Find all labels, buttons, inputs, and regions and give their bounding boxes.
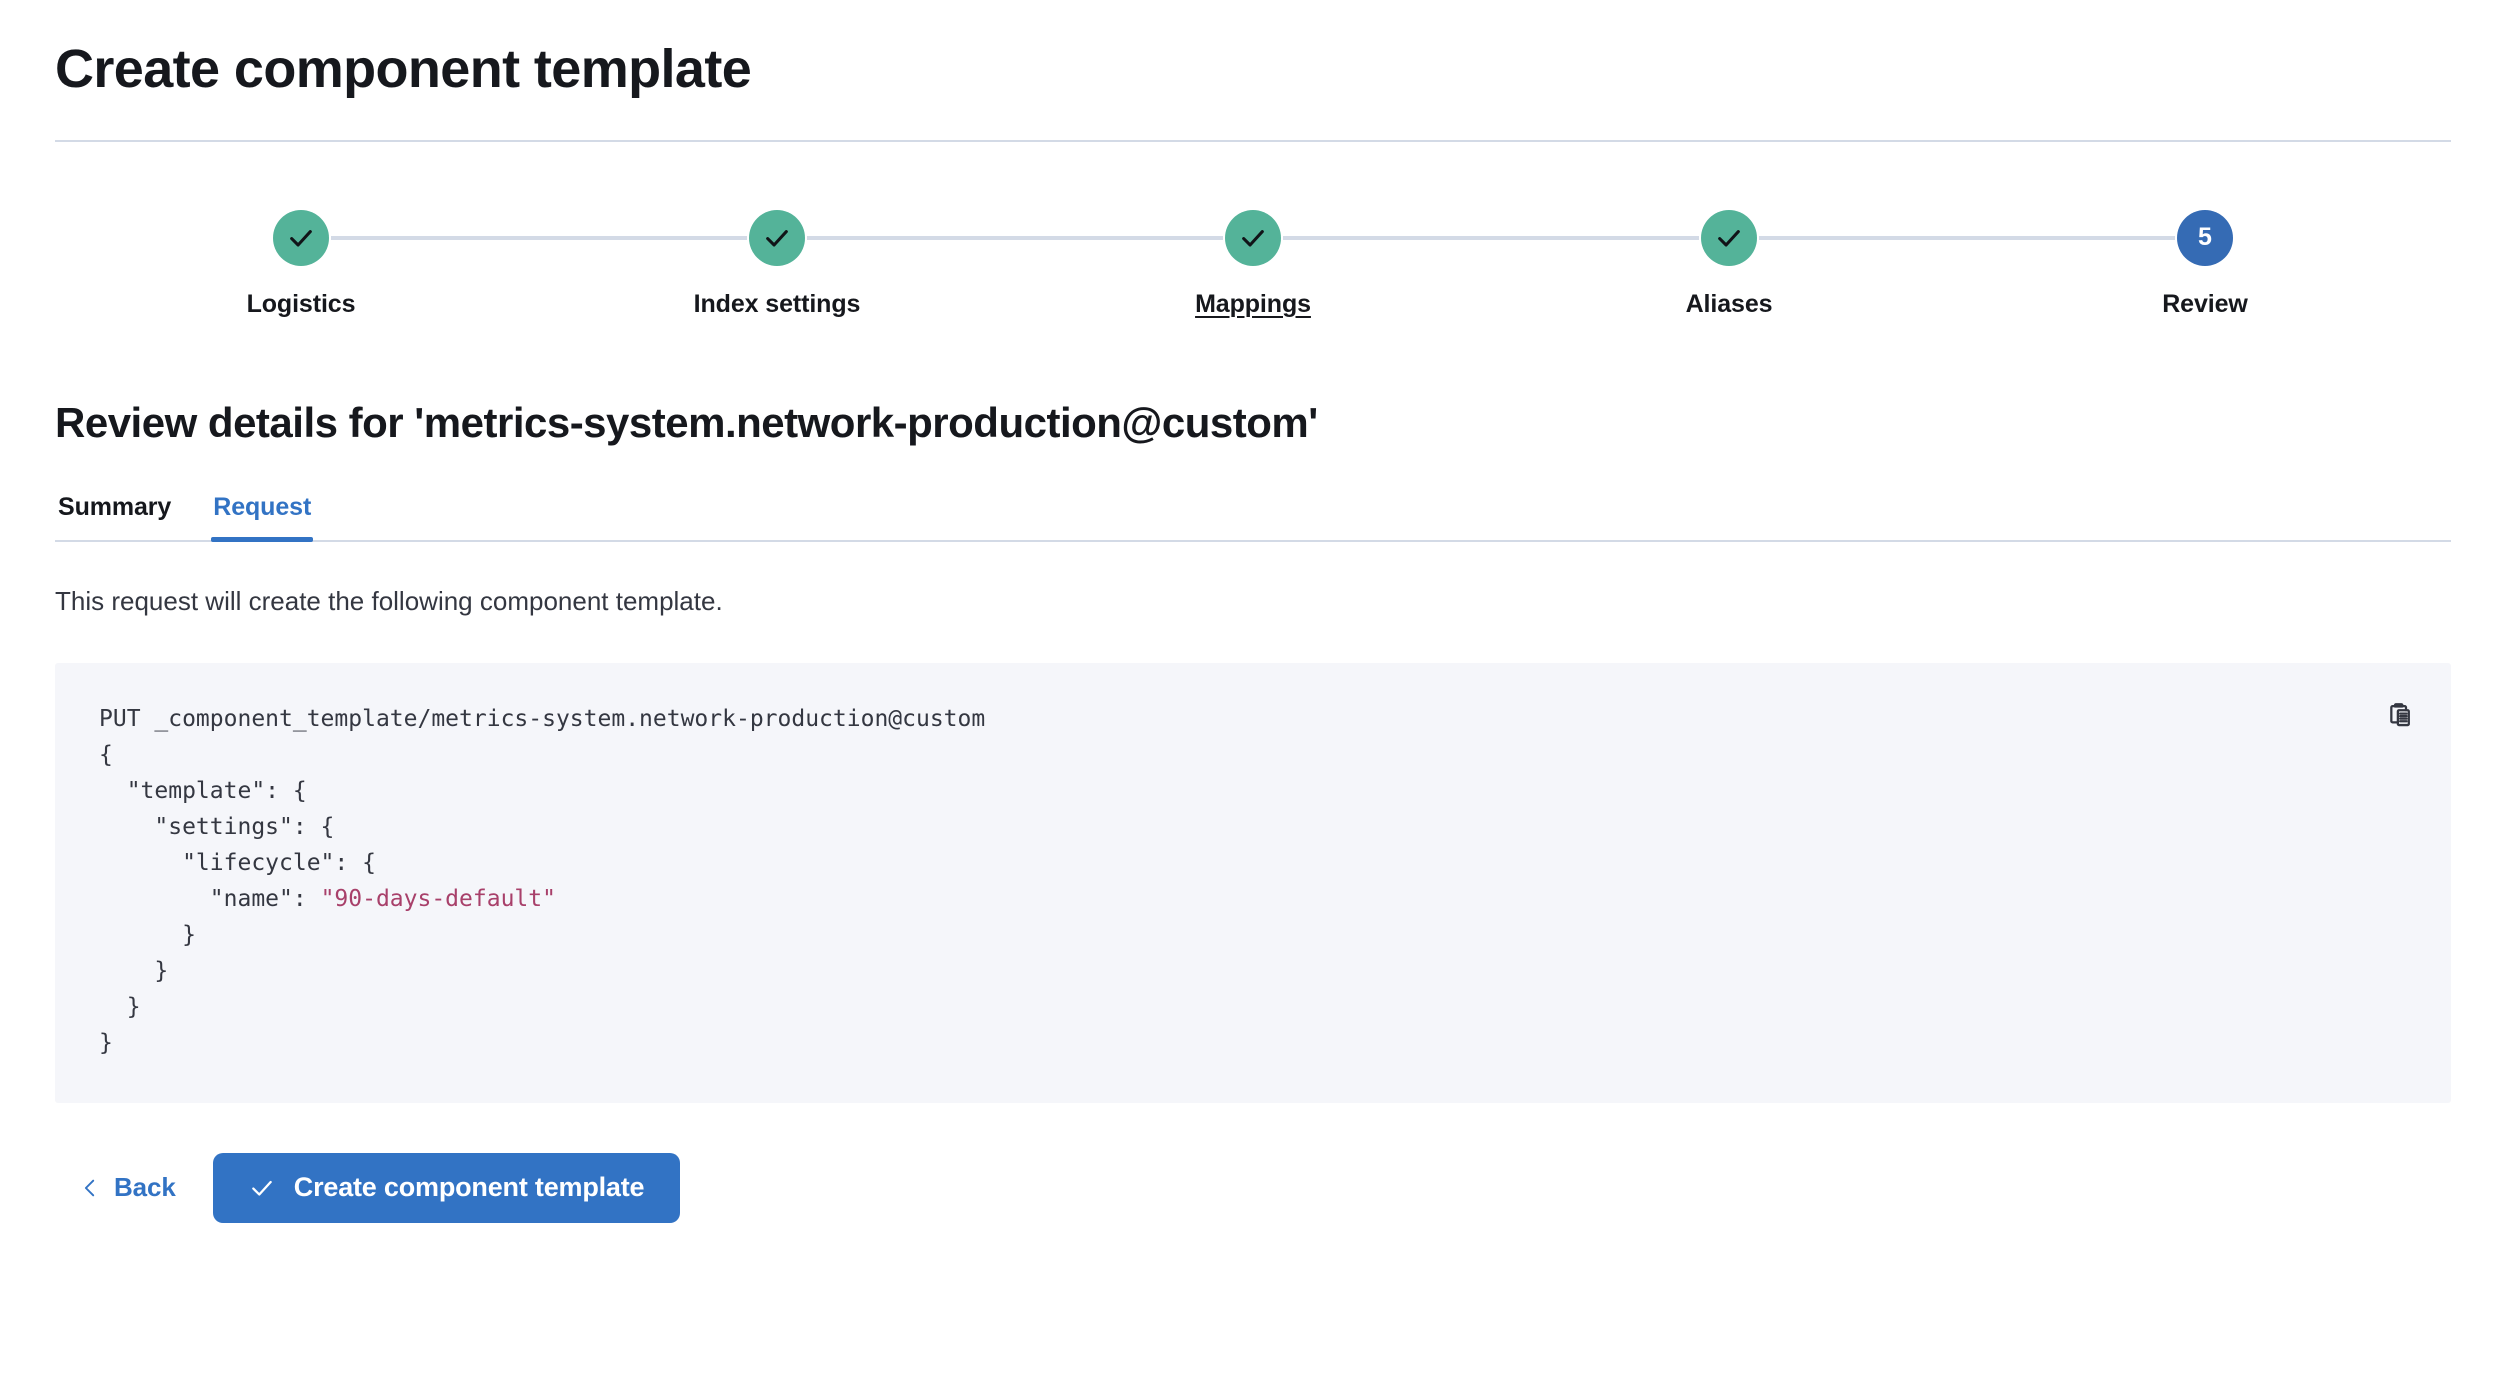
clipboard-copy-icon xyxy=(2384,700,2416,732)
step-status-circle xyxy=(1225,209,1281,266)
step-label: Review xyxy=(2162,289,2248,318)
wizard-stepper: Logistics Index settings Mapping xyxy=(55,209,2451,319)
step-label: Logistics xyxy=(246,289,356,318)
step-status-circle xyxy=(1701,209,1757,266)
check-icon xyxy=(1715,224,1743,252)
request-body-line: "name": xyxy=(99,886,321,912)
step-connector-row xyxy=(539,209,1015,266)
step-connector-row xyxy=(1491,209,1967,266)
step-aliases[interactable]: Aliases xyxy=(1491,209,1967,319)
step-mappings[interactable]: Mappings xyxy=(1015,209,1491,319)
check-icon xyxy=(249,1175,275,1201)
request-code-panel: PUT _component_template/metrics-system.n… xyxy=(55,663,2451,1103)
step-status-circle xyxy=(273,209,329,266)
back-button[interactable]: Back xyxy=(75,1164,180,1211)
step-label: Aliases xyxy=(1685,289,1773,318)
request-body-line: } xyxy=(99,922,196,948)
step-connector-row xyxy=(1015,209,1491,266)
review-heading: Review details for 'metrics-system.netwo… xyxy=(55,398,1318,446)
title-divider xyxy=(55,139,2451,142)
check-icon xyxy=(763,224,791,252)
request-body-line: } xyxy=(99,994,141,1020)
review-tabs: Summary Request xyxy=(55,493,2451,542)
page-title: Create component template xyxy=(55,39,752,99)
request-description: This request will create the following c… xyxy=(55,586,723,616)
request-body-line: { xyxy=(99,742,113,768)
request-body-line: } xyxy=(99,958,169,984)
request-code-block: PUT _component_template/metrics-system.n… xyxy=(99,701,2407,1061)
wizard-actions: Back Create component template xyxy=(55,1153,2451,1223)
check-icon xyxy=(287,224,315,252)
back-button-label: Back xyxy=(114,1172,176,1203)
step-status-circle xyxy=(749,209,805,266)
request-body-line: } xyxy=(99,1030,113,1056)
step-status-circle: 5 xyxy=(2177,209,2233,266)
step-connector-row: 5 xyxy=(1967,209,2443,266)
request-method-line: PUT _component_template/metrics-system.n… xyxy=(99,706,986,732)
chevron-left-icon xyxy=(79,1175,101,1201)
request-body-line: "settings": { xyxy=(99,814,335,840)
request-body-line: "template": { xyxy=(99,778,307,804)
request-body-line: "lifecycle": { xyxy=(99,850,376,876)
check-icon xyxy=(1239,224,1267,252)
step-label: Mappings xyxy=(1195,289,1311,318)
step-review[interactable]: 5 Review xyxy=(1967,209,2443,319)
tab-summary[interactable]: Summary xyxy=(56,493,173,540)
step-logistics[interactable]: Logistics xyxy=(63,209,539,319)
step-index-settings[interactable]: Index settings xyxy=(539,209,1015,319)
step-label: Index settings xyxy=(693,289,861,318)
create-component-template-label: Create component template xyxy=(293,1172,645,1202)
step-number-label: 5 xyxy=(2198,223,2212,251)
request-string-value: "90-days-default" xyxy=(320,886,556,912)
step-connector-row xyxy=(63,209,539,266)
copy-request-button[interactable] xyxy=(2377,693,2423,739)
tab-request[interactable]: Request xyxy=(211,493,314,542)
create-component-template-button[interactable]: Create component template xyxy=(212,1153,681,1223)
